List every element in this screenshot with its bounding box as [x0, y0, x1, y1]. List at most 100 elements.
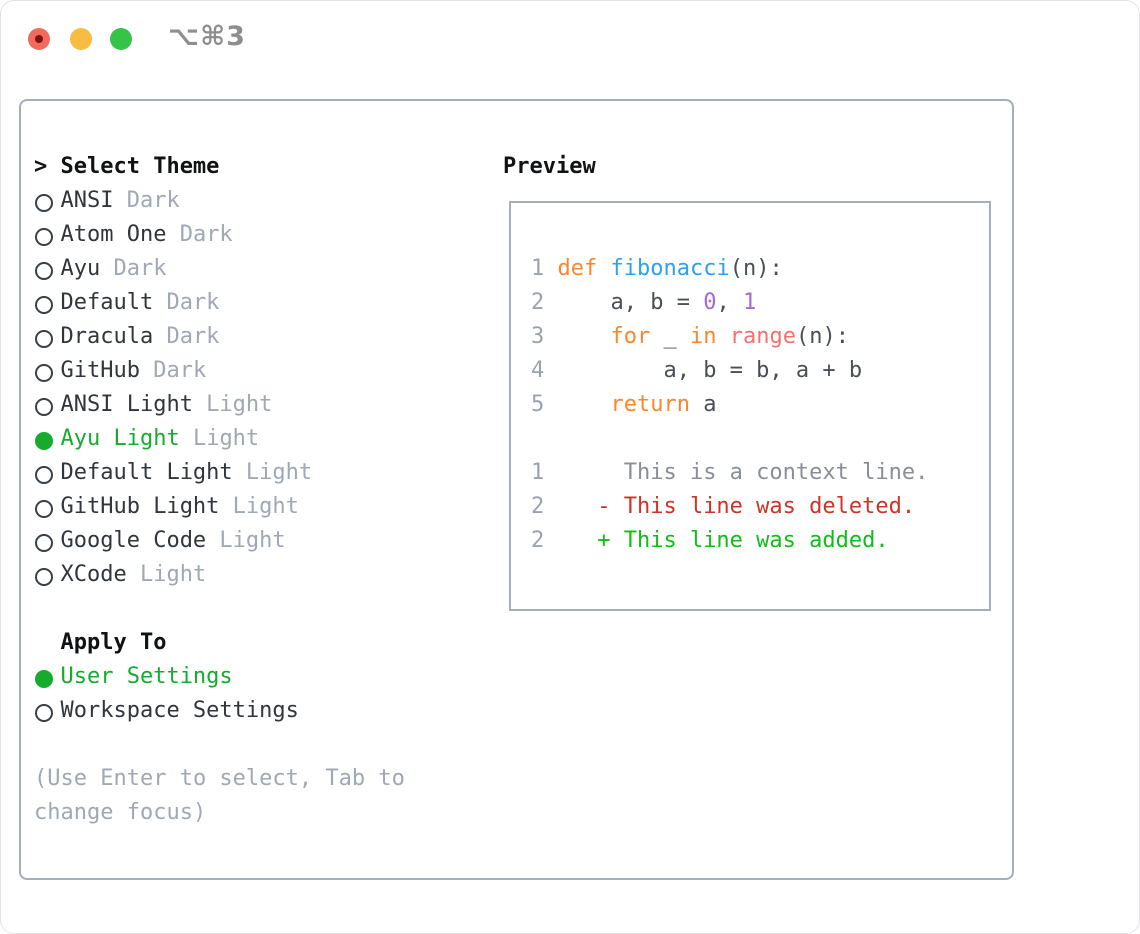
code-token-var	[544, 324, 610, 349]
theme-option-github-light[interactable]: GitHub Light Light	[34, 490, 454, 524]
code-token-var: a	[689, 392, 717, 417]
preview-label: Preview	[503, 150, 596, 184]
theme-variant-tag: Light	[232, 460, 313, 485]
theme-option-default-light[interactable]: Default Light Light	[34, 456, 454, 490]
code-line: 2 a, b = 0, 1	[531, 286, 989, 320]
close-button[interactable]	[28, 28, 50, 50]
code-token-var: a, b = b, a + b	[544, 358, 863, 383]
code-token-var	[716, 324, 729, 349]
radio-icon	[34, 694, 60, 728]
window-title: ⌥⌘3	[168, 21, 246, 52]
theme-variant-tag: Dark	[153, 324, 220, 349]
code-token-kw: for	[610, 324, 651, 349]
code-token-var: _	[650, 324, 690, 349]
code-token-add: + This line was added.	[544, 528, 889, 553]
code-token-ln: 1	[531, 256, 558, 281]
radio-icon	[34, 218, 60, 252]
theme-option-ayu[interactable]: Ayu Dark	[34, 252, 454, 286]
code-token-ctx: This is a context line.	[544, 460, 929, 485]
code-token-ln: 2	[531, 290, 545, 315]
theme-option-atom-one[interactable]: Atom One Dark	[34, 218, 454, 252]
theme-name: GitHub	[60, 358, 140, 383]
theme-variant-tag: Dark	[100, 256, 167, 281]
code-token-var	[544, 392, 610, 417]
radio-icon	[34, 456, 60, 490]
code-token-str: range	[729, 324, 796, 349]
selected-radio-icon	[34, 660, 60, 694]
zoom-button[interactable]	[110, 28, 132, 50]
theme-name: XCode	[60, 562, 127, 587]
theme-name: Atom One	[60, 222, 167, 247]
apply-to-title: Apply To	[60, 630, 167, 655]
theme-option-ayu-light[interactable]: Ayu Light Light	[34, 422, 454, 456]
code-token-kw: in	[689, 324, 717, 349]
theme-name: Default	[60, 290, 154, 315]
apply-option-workspace-settings[interactable]: Workspace Settings	[34, 694, 454, 728]
theme-variant-tag: Light	[206, 528, 286, 553]
help-hint: (Use Enter to select, Tab to change focu…	[34, 766, 405, 825]
select-theme-header: > Select Theme	[34, 150, 454, 184]
theme-name: Ayu Light	[60, 426, 180, 451]
theme-name: Google Code	[60, 528, 207, 553]
theme-option-dracula[interactable]: Dracula Dark	[34, 320, 454, 354]
radio-icon	[34, 524, 60, 558]
prompt-cursor-icon: >	[34, 154, 48, 179]
theme-name: Ayu	[60, 256, 101, 281]
select-theme-title: Select Theme	[60, 154, 220, 179]
radio-icon	[34, 252, 60, 286]
preview-title: Preview	[503, 154, 596, 179]
theme-name: Dracula	[60, 324, 154, 349]
titlebar: ⌥⌘3	[1, 1, 1139, 99]
theme-option-default[interactable]: Default Dark	[34, 286, 454, 320]
code-token-var: (n):	[795, 324, 849, 349]
radio-icon	[34, 184, 60, 218]
code-token-var: (n):	[729, 256, 783, 281]
code-line: 1 def fibonacci(n):	[531, 252, 989, 286]
apply-to-header-row: Apply To	[34, 626, 454, 660]
code-token-ln: 3	[531, 324, 545, 349]
theme-name: ANSI Light	[60, 392, 193, 417]
theme-name: GitHub Light	[60, 494, 220, 519]
theme-option-ansi[interactable]: ANSI Dark	[34, 184, 454, 218]
apply-option-label: Workspace Settings	[60, 698, 299, 723]
code-token-kw: return	[610, 392, 690, 417]
code-line	[531, 422, 989, 456]
code-line: 2 - This line was deleted.	[531, 490, 989, 524]
theme-variant-tag: Light	[219, 494, 299, 519]
code-token-ln: 2	[531, 494, 545, 519]
code-token-num: 0	[703, 290, 717, 315]
theme-option-xcode[interactable]: XCode Light	[34, 558, 454, 592]
apply-option-label: User Settings	[60, 664, 233, 689]
radio-icon	[34, 320, 60, 354]
code-token-var: ,	[716, 290, 743, 315]
radio-icon	[34, 388, 60, 422]
code-token-ln: 2	[531, 528, 545, 553]
radio-icon	[34, 490, 60, 524]
code-token-kw: def	[557, 256, 611, 281]
radio-icon	[34, 558, 60, 592]
code-token-var: a, b =	[544, 290, 704, 315]
code-line: 3 for _ in range(n):	[531, 320, 989, 354]
theme-option-google-code[interactable]: Google Code Light	[34, 524, 454, 558]
code-token-del: - This line was deleted.	[544, 494, 916, 519]
spacer	[34, 728, 454, 762]
code-token-ln: 5	[531, 392, 545, 417]
apply-option-user-settings[interactable]: User Settings	[34, 660, 454, 694]
code-token-ln: 1	[531, 460, 545, 485]
radio-icon	[34, 286, 60, 320]
minimize-button[interactable]	[70, 28, 92, 50]
theme-option-github[interactable]: GitHub Dark	[34, 354, 454, 388]
code-line: 2 + This line was added.	[531, 524, 989, 558]
radio-icon	[34, 354, 60, 388]
code-token-num: 1	[742, 290, 757, 315]
theme-option-ansi-light[interactable]: ANSI Light Light	[34, 388, 454, 422]
spacer	[34, 592, 454, 626]
code-line: 1 This is a context line.	[531, 456, 989, 490]
